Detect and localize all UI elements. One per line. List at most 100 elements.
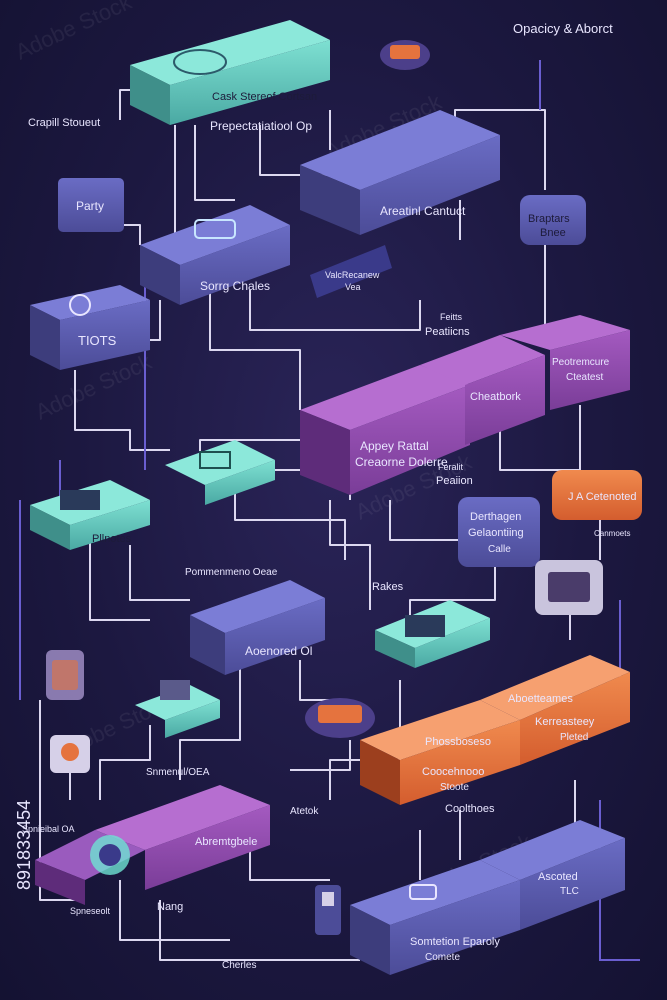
- block-front-face: [465, 355, 545, 445]
- connector-line: [119, 880, 230, 941]
- block-front-face: [458, 497, 540, 567]
- block-front-face: [552, 470, 642, 520]
- connector-line: [499, 420, 581, 471]
- panel-icon: [405, 615, 445, 637]
- text-label: Peatiicns: [425, 326, 470, 338]
- screen-icon: [199, 451, 231, 469]
- block-teal-middle[interactable]: [375, 600, 490, 668]
- block-side-face: [350, 905, 390, 975]
- block-label: Ascoted: [538, 871, 578, 883]
- connector-line: [99, 725, 151, 800]
- block-phossboseso[interactable]: Phossboseso Coocehnooo Stoote: [360, 700, 520, 805]
- connector-line: [290, 740, 351, 771]
- block-side-face: [375, 630, 415, 668]
- block-label: Creaorne Dolerre: [355, 455, 448, 469]
- block-label: Coocehnooo: [422, 766, 484, 778]
- block-front-face: [205, 460, 275, 505]
- block-label: Vea: [345, 282, 361, 292]
- block-top-face: [420, 335, 545, 385]
- block-right-small[interactable]: Braptars Bnee: [520, 195, 586, 245]
- block-label: Appey Rattal: [360, 439, 429, 453]
- text-label: Pommenmeno Oeae: [185, 567, 278, 578]
- block-side-face: [360, 740, 400, 805]
- connector-line: [39, 700, 80, 901]
- text-label: Nang: [157, 901, 183, 913]
- block-front-face: [350, 385, 470, 495]
- block-side-face: [190, 615, 225, 675]
- block-aoenored[interactable]: Aoenored Ol: [190, 580, 325, 675]
- block-label: TIOTS: [78, 333, 117, 348]
- block-front-face: [225, 598, 325, 675]
- server-icon: [160, 680, 190, 700]
- block-teal-low[interactable]: [135, 680, 220, 738]
- block-label: Cteatest: [566, 372, 603, 383]
- block-pllnotes[interactable]: Pllnotes: [30, 480, 150, 550]
- connector-line: [74, 370, 170, 451]
- block-cheatork[interactable]: Cheatbork: [420, 335, 545, 445]
- block-front-face: [415, 618, 490, 668]
- orb-core: [99, 844, 121, 866]
- connector-line: [329, 500, 371, 610]
- connector-line: [89, 540, 150, 621]
- block-top-face: [95, 785, 270, 850]
- block-top-center[interactable]: Cask Stereof Cortsan Prepectatiatiool Op: [130, 20, 330, 133]
- connector-line: [159, 900, 360, 961]
- jar-icon: [46, 650, 84, 700]
- block-teal-center[interactable]: [165, 440, 275, 505]
- block-side-face: [300, 410, 350, 495]
- block-front-face: [70, 500, 150, 550]
- block-sorg[interactable]: Sorrg Chales: [140, 205, 290, 305]
- block-side-face: [140, 245, 180, 305]
- block-front-face: [165, 700, 220, 738]
- clock-icon: [173, 49, 227, 75]
- block-top-face: [135, 685, 220, 720]
- block-center-right[interactable]: Areatinl Cantuct: [300, 110, 500, 235]
- block-front-face: [550, 330, 630, 410]
- block-dertangen[interactable]: Derthagen Gelaontiing Calle: [458, 497, 540, 567]
- block-label: TLC: [560, 886, 579, 897]
- block-ja[interactable]: J A Cetenoted: [552, 470, 642, 520]
- block-nav-tag[interactable]: ValcRecanew Vea: [310, 245, 392, 298]
- header-title: Opacicy & Aborct: [513, 21, 613, 36]
- block-side-face: [30, 505, 70, 550]
- block-label: Aoenored Ol: [245, 644, 312, 658]
- block-front-face: [170, 40, 330, 125]
- block-caption: Prepectatiatiool Op: [210, 119, 312, 133]
- block-front-face: [360, 135, 500, 235]
- text-label: Rakes: [372, 581, 404, 593]
- connector-line: [129, 545, 190, 601]
- block-label: Somtetion Eparoly: [410, 936, 500, 948]
- block-label: Peotremcure: [552, 357, 610, 368]
- block-spneseolt[interactable]: [35, 830, 145, 905]
- connector-line: [389, 500, 460, 541]
- block-appey[interactable]: Appey Rattal Creaorne Dolerre: [300, 365, 470, 495]
- block-label: Aboetteames: [508, 693, 573, 705]
- text-label: Peaiion: [436, 475, 473, 487]
- text-label: Spneseolt: [70, 906, 111, 916]
- block-label: Areatinl Cantuct: [380, 204, 466, 218]
- board-icon: [60, 490, 100, 510]
- block-tiots[interactable]: TIOTS: [30, 285, 150, 370]
- connector-line: [409, 560, 496, 620]
- block-top-face: [300, 365, 470, 430]
- block-top-face: [165, 440, 275, 485]
- block-top-face: [360, 700, 520, 760]
- block-somtetion[interactable]: Somtetion Eparoly Comete: [350, 860, 520, 975]
- block-kerreasteey[interactable]: Aboetteames Kerreasteey Pleted: [480, 655, 630, 765]
- connector-line: [234, 480, 346, 560]
- cable-icon: [194, 219, 236, 239]
- block-side-face: [30, 305, 60, 370]
- text-label: Coolthoes: [445, 803, 495, 815]
- block-front-face: [520, 838, 625, 930]
- block-ascoted[interactable]: Ascoted TLC: [480, 820, 625, 930]
- device-icon: [535, 560, 603, 615]
- connector-line: [209, 290, 301, 410]
- controller-icon: [315, 885, 341, 935]
- block-abremtgbele[interactable]: Abremtgbele: [95, 785, 270, 890]
- block-label: Cheatbork: [470, 391, 521, 403]
- block-party[interactable]: Party: [58, 178, 124, 232]
- block-front-face: [520, 672, 630, 765]
- block-front-face: [400, 720, 520, 805]
- block-preotrem[interactable]: Peotremcure Cteatest: [500, 315, 630, 410]
